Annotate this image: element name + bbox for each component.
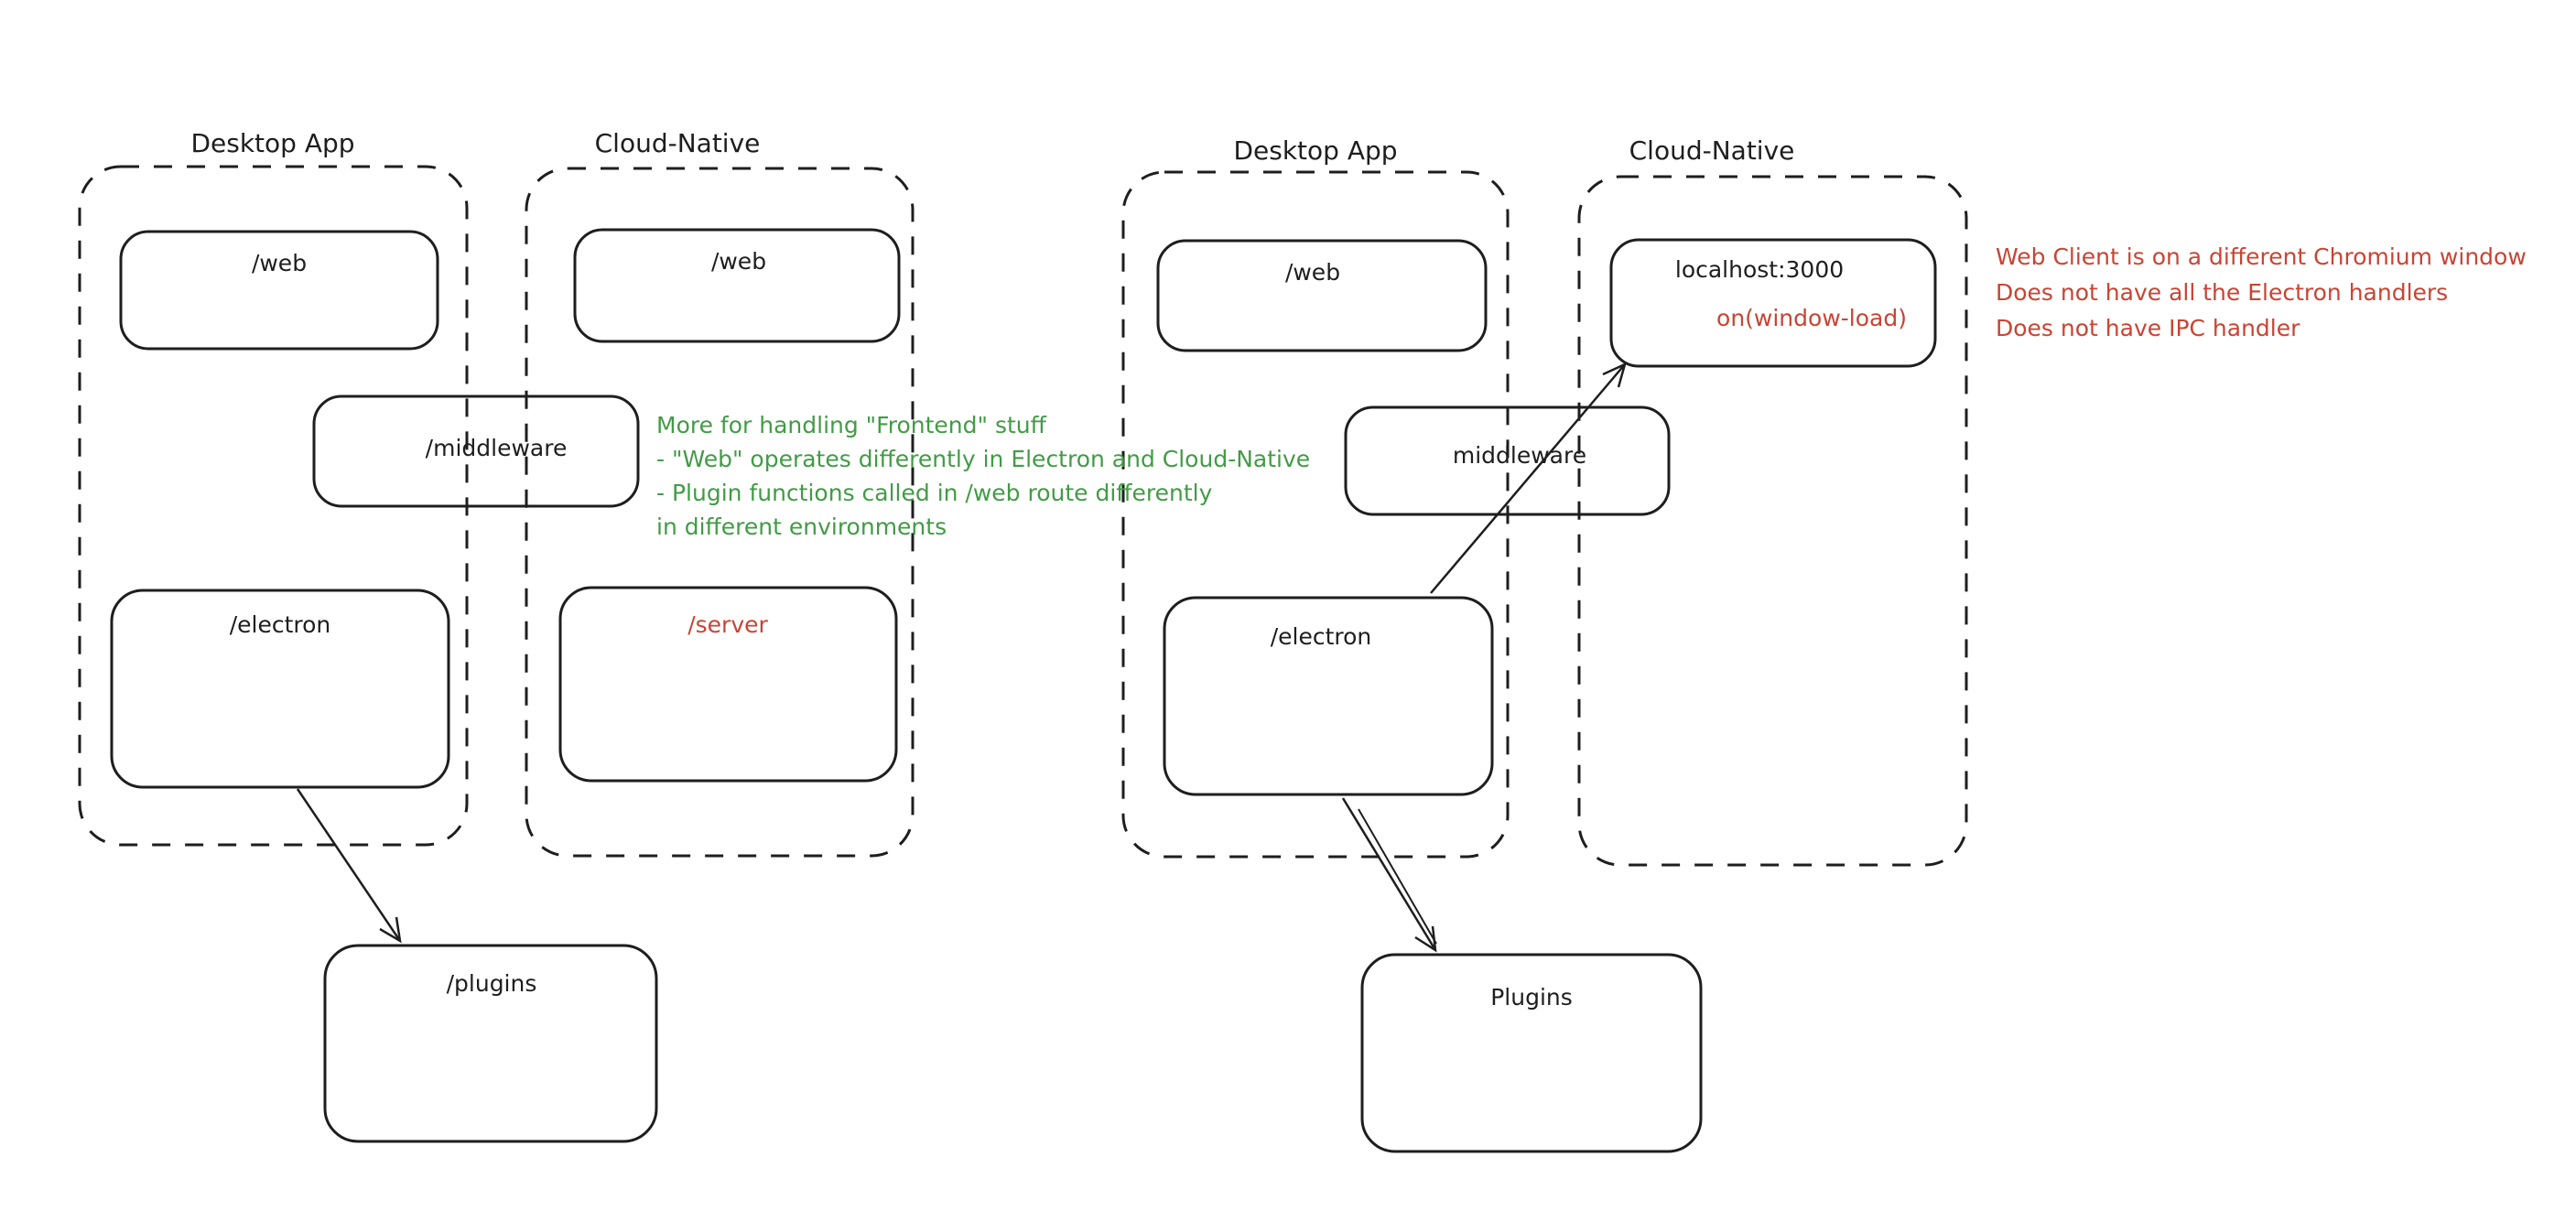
red-note-line-2: Does not have all the Electron handlers (1996, 279, 2449, 306)
right-plugins-label[interactable]: Plugins (1490, 984, 1573, 1010)
arrow-electron-to-localhost[interactable] (1430, 362, 1627, 594)
green-note-line-1: More for handling "Frontend" stuff (656, 412, 1046, 438)
right-electron-label[interactable]: /electron (1270, 623, 1372, 650)
red-note-line-3: Does not have IPC handler (1996, 315, 2300, 341)
left-desktop-title[interactable]: Desktop App (190, 128, 355, 158)
left-desktop-electron-box[interactable] (110, 589, 450, 789)
right-cloud-title[interactable]: Cloud-Native (1629, 135, 1795, 166)
red-note[interactable]: Web Client is on a different Chromium wi… (1996, 243, 2527, 351)
right-localhost-box[interactable] (1609, 238, 1937, 368)
left-plugins-box[interactable] (323, 944, 658, 1143)
right-window-load-label[interactable]: on(window-load) (1716, 305, 1907, 331)
left-cloud-web-box[interactable] (573, 228, 901, 343)
green-note[interactable]: More for handling "Frontend" stuff - "We… (656, 412, 1310, 547)
left-desktop-web-label[interactable]: /web (251, 250, 308, 276)
right-localhost-label[interactable]: localhost:3000 (1674, 256, 1845, 283)
left-cloud-title[interactable]: Cloud-Native (594, 128, 761, 158)
right-middleware-label[interactable]: middleware (1452, 442, 1587, 469)
right-cloud-container[interactable] (1577, 175, 1968, 867)
left-server-label[interactable]: /server (687, 611, 768, 638)
right-desktop-title[interactable]: Desktop App (1233, 135, 1398, 166)
left-plugins-label[interactable]: /plugins (446, 970, 537, 997)
green-note-line-4: in different environments (656, 513, 947, 540)
red-note-line-1: Web Client is on a different Chromium wi… (1996, 243, 2527, 270)
left-cloud-container[interactable] (525, 167, 915, 858)
green-note-line-2: - "Web" operates differently in Electron… (656, 446, 1311, 472)
arrow-electron-to-plugins-left[interactable] (296, 788, 402, 944)
left-electron-label[interactable]: /electron (229, 611, 331, 638)
arrow-electron-to-plugins-right[interactable] (1341, 797, 1437, 953)
right-middleware-box[interactable] (1344, 405, 1671, 516)
right-desktop-web-box[interactable] (1156, 239, 1488, 352)
left-desktop-web-box[interactable] (119, 230, 439, 351)
left-middleware-box[interactable] (312, 394, 640, 508)
left-cloud-web-label[interactable]: /web (710, 248, 767, 275)
left-cloud-server-box[interactable] (558, 586, 898, 783)
right-plugins-box[interactable] (1360, 953, 1703, 1153)
left-middleware-label[interactable]: /middleware (425, 435, 568, 461)
green-note-line-3: - Plugin functions called in /web route … (656, 480, 1213, 506)
right-desktop-electron-box[interactable] (1163, 596, 1494, 796)
right-desktop-web-label[interactable]: /web (1284, 259, 1341, 286)
